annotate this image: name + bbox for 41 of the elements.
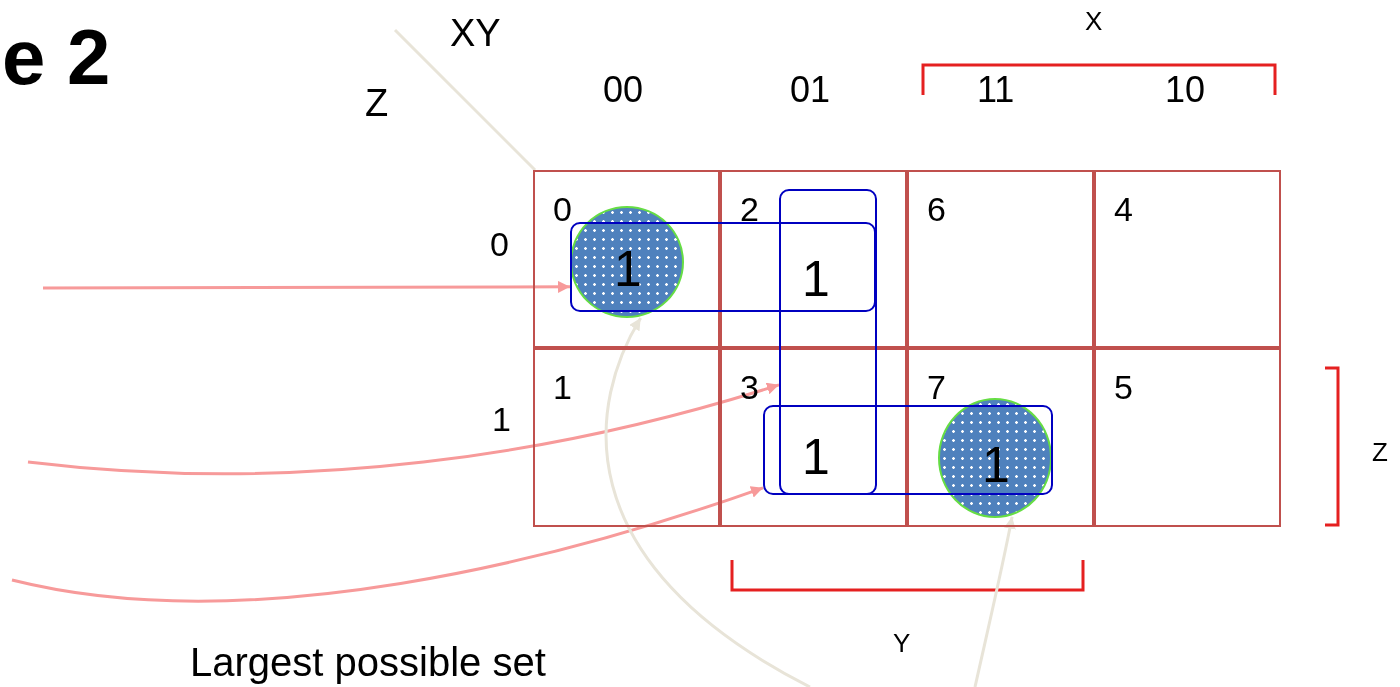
cell-number: 6 bbox=[927, 192, 946, 226]
map-cell bbox=[533, 348, 720, 527]
row-header: 0 bbox=[490, 227, 509, 261]
map-cell bbox=[720, 170, 907, 348]
note: Largest possible set bbox=[190, 642, 546, 682]
cell-number: 4 bbox=[1114, 192, 1133, 226]
bracket-label: Y bbox=[893, 630, 911, 656]
map-cell bbox=[907, 170, 1094, 348]
axis-label: XY bbox=[450, 14, 501, 52]
map-cell bbox=[1094, 170, 1281, 348]
column-header: 10 bbox=[1165, 72, 1206, 108]
cell-number: 1 bbox=[553, 370, 572, 404]
column-header: 01 bbox=[790, 72, 831, 108]
cell-number: 3 bbox=[740, 370, 759, 404]
cell-value: 1 bbox=[802, 254, 830, 304]
grouping-loop bbox=[570, 222, 876, 312]
map-cell bbox=[533, 170, 720, 348]
cell-value: 1 bbox=[982, 440, 1010, 490]
column-header: 11 bbox=[977, 72, 1015, 108]
arrow bbox=[973, 516, 1016, 687]
arrow bbox=[11, 486, 764, 603]
cell-number: 2 bbox=[740, 192, 759, 226]
cell-number: 5 bbox=[1114, 370, 1133, 404]
cell-value: 1 bbox=[614, 244, 642, 294]
column-header: 00 bbox=[603, 72, 644, 108]
row-header: 1 bbox=[492, 402, 511, 436]
cell-value: 1 bbox=[802, 432, 830, 482]
axis-label: Z bbox=[365, 84, 389, 122]
axis-label: X bbox=[1085, 8, 1103, 34]
bracket-label: Z bbox=[1372, 439, 1388, 465]
map-cell bbox=[907, 348, 1094, 527]
grouping-loop bbox=[763, 405, 1053, 495]
cell-number: 0 bbox=[553, 192, 572, 226]
map-cell bbox=[1094, 348, 1281, 527]
grouping-loop bbox=[779, 189, 877, 495]
heading: e 2 bbox=[2, 18, 111, 96]
cell-number: 7 bbox=[927, 370, 946, 404]
arrow bbox=[43, 280, 570, 293]
arrow bbox=[27, 382, 780, 476]
arrow bbox=[605, 317, 811, 687]
map-cell bbox=[720, 348, 907, 527]
